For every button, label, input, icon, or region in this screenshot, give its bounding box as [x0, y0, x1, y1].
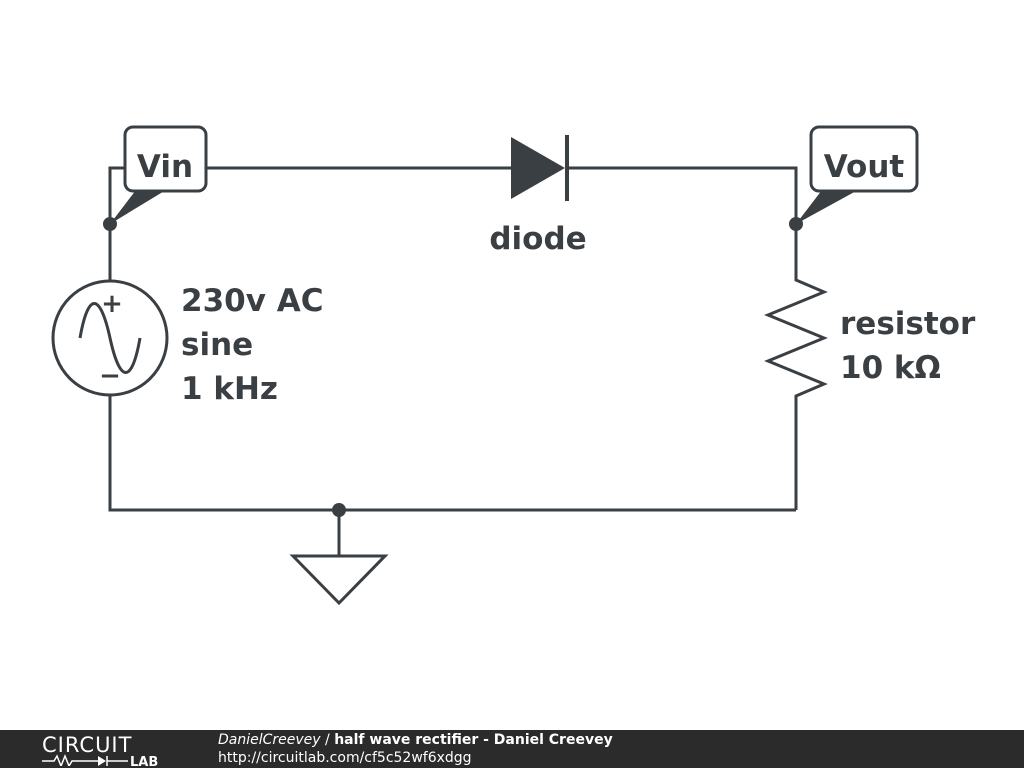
circuitlab-logo[interactable]: CIRCUIT LAB [40, 732, 180, 766]
circuit-url-link[interactable]: http://circuitlab.com/cf5c52wf6xdgg [218, 750, 472, 766]
resistor-label-name: resistor [840, 306, 976, 342]
source-minus-sign: − [99, 361, 121, 391]
resistor[interactable] [764, 272, 828, 405]
wires [108, 166, 798, 556]
footer-separator: / [320, 732, 335, 748]
author-link[interactable]: DanielCreevey [218, 732, 321, 748]
footer-bar: CIRCUIT LAB DanielCreevey / half wave re… [0, 730, 1024, 768]
circuit-title: half wave rectifier - Daniel Creevey [334, 732, 613, 748]
node-label-vout[interactable]: Vout [796, 125, 919, 224]
footer-url-line: http://circuitlab.com/cf5c52wf6xdgg [218, 749, 613, 767]
source-label-waveform: sine [181, 327, 253, 363]
wire-top-left [108, 166, 511, 280]
logo-text-circuit: CIRCUIT [42, 733, 132, 757]
wire-bottom [108, 395, 796, 512]
node-label-vin-text: Vin [137, 149, 193, 185]
logo-text-lab: LAB [130, 755, 158, 766]
source-plus-sign: + [101, 289, 123, 319]
footer-title-line: DanielCreevey / half wave rectifier - Da… [218, 731, 613, 749]
resistor-label: resistor 10 kΩ [840, 306, 976, 386]
resistor-label-value: 10 kΩ [840, 350, 941, 386]
logo-waveform-icon [42, 753, 98, 766]
diode-label: diode [489, 221, 586, 257]
ground-symbol[interactable] [289, 554, 389, 606]
node-label-vin[interactable]: Vin [110, 125, 208, 224]
source-label: 230v AC sine 1 kHz [181, 283, 323, 407]
sine-wave-icon [78, 302, 142, 374]
ac-voltage-source[interactable]: + − [51, 279, 169, 397]
node-label-vout-text: Vout [824, 149, 905, 185]
diode[interactable] [511, 135, 569, 201]
footer-info: DanielCreevey / half wave rectifier - Da… [218, 731, 613, 767]
logo-diode-icon [98, 756, 106, 766]
circuit-schematic: + − Vin Vout diode 230v AC sine 1 kHz re… [51, 125, 976, 606]
junction-dot-ground [332, 503, 346, 517]
wire-top-right [565, 166, 798, 272]
source-label-voltage: 230v AC [181, 283, 323, 319]
source-label-frequency: 1 kHz [181, 371, 278, 407]
